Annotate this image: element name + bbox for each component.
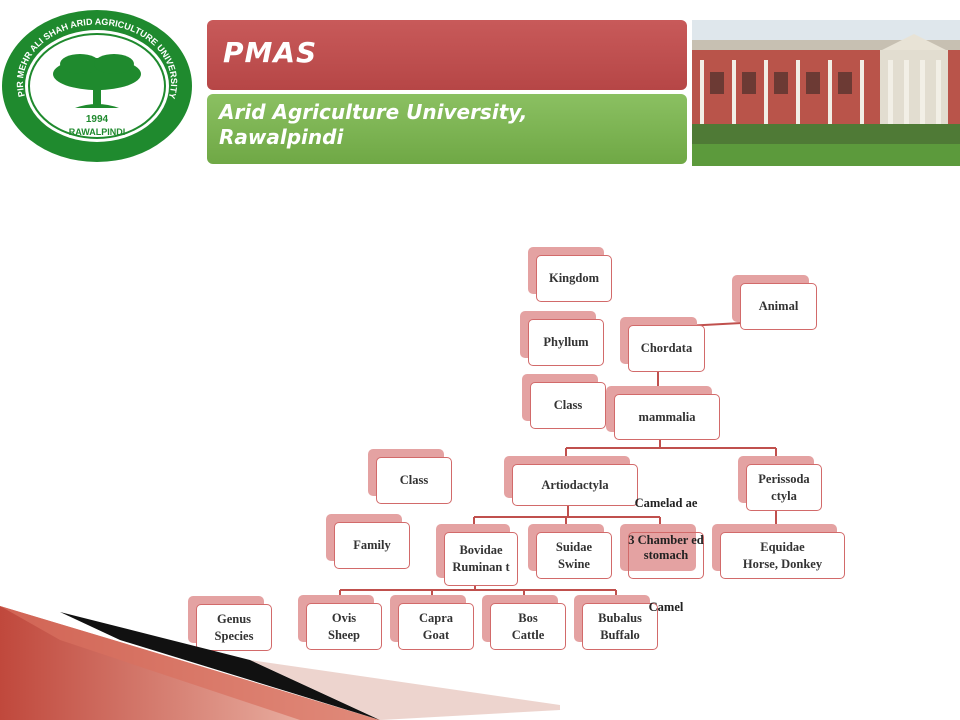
camel-label: Camel bbox=[648, 600, 684, 614]
node-chordata: Chordata bbox=[620, 317, 705, 372]
legend-kingdom: Kingdom bbox=[528, 247, 612, 302]
logo-year: 1994 bbox=[86, 114, 109, 125]
university-logo: 1994 RAWALPINDI PIR MEHR ALI SHAH ARID A… bbox=[2, 10, 192, 162]
camelidae-label: Camelad ae bbox=[634, 496, 698, 510]
tree-icon bbox=[53, 54, 141, 108]
legend-class-left: Class bbox=[368, 449, 452, 504]
banner-subtitle: Arid Agriculture University, Rawalpindi bbox=[219, 100, 528, 149]
legend-phyllum: Phyllum bbox=[520, 311, 604, 366]
node-perissodactyla: Perissoda ctyla bbox=[738, 456, 822, 511]
node-animal: Animal bbox=[732, 275, 817, 330]
subtitle-banner: Arid Agriculture University, Rawalpindi bbox=[207, 94, 687, 164]
banner-title: PMAS bbox=[223, 36, 318, 69]
campus-building-image bbox=[692, 20, 960, 166]
camel-stomach-note: 3 Chamber ed stomach bbox=[628, 533, 704, 562]
node-mammalia: mammalia bbox=[606, 386, 720, 440]
node-artiodactyla: Artiodactyla bbox=[504, 456, 638, 506]
logo-city: RAWALPINDI bbox=[69, 127, 126, 137]
legend-family: Family bbox=[326, 514, 410, 569]
legend-class-top: Class bbox=[522, 374, 606, 429]
node-camelidae bbox=[620, 524, 704, 579]
title-banner: PMAS bbox=[207, 20, 687, 90]
